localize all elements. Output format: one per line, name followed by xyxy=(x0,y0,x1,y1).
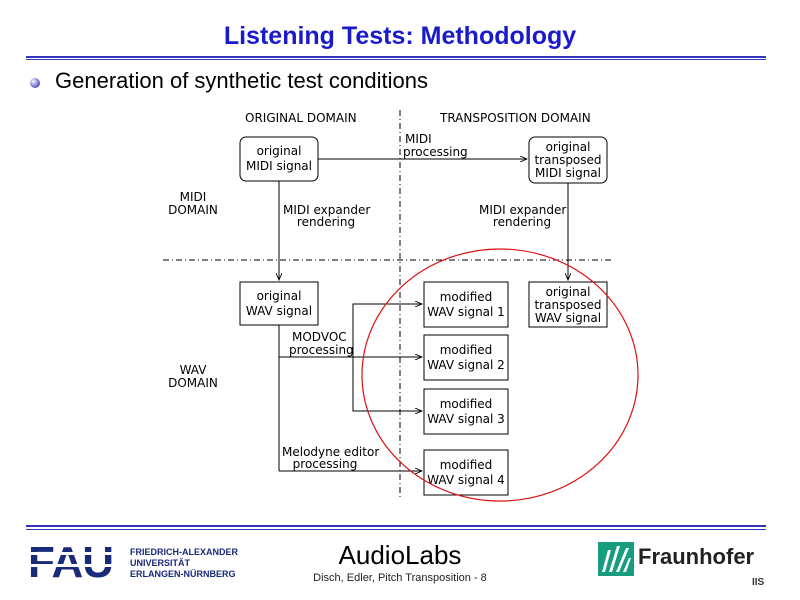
fau-logo-text: FAU xyxy=(28,540,113,582)
box-modified-2-line2: WAV signal 2 xyxy=(427,358,505,372)
fau-logo: FAU xyxy=(28,540,128,582)
fraunhofer-sub: IIS xyxy=(752,577,765,588)
fau-line-3: ERLANGEN-NÜRNBERG xyxy=(130,569,236,579)
fau-line-1: FRIEDRICH-ALEXANDER xyxy=(130,547,238,557)
box-transposed-midi-line2: transposed xyxy=(534,153,601,167)
box-transposed-wav xyxy=(528,281,608,328)
arrow-to-modified-3 xyxy=(352,357,422,411)
title-rule-thin xyxy=(26,59,766,60)
arrow-to-modified-1 xyxy=(352,304,422,357)
label-melodyne-1: Melodyne editor xyxy=(282,445,379,459)
box-modified-1 xyxy=(423,281,509,328)
box-modified-4-line2: WAV signal 4 xyxy=(427,473,505,487)
fraunhofer-name: Fraunhofer xyxy=(638,544,755,569)
footer-rule xyxy=(26,525,766,527)
box-original-midi-line1: original xyxy=(257,144,302,158)
footer-rule-thin xyxy=(26,529,766,530)
box-transposed-midi-line1: original xyxy=(546,140,591,154)
fraunhofer-logo-icon xyxy=(598,542,634,576)
box-modified-1-line1: modified xyxy=(440,290,493,304)
box-modified-2 xyxy=(423,334,509,381)
box-original-wav-line2: WAV signal xyxy=(246,304,312,318)
box-original-midi-line2: MIDI signal xyxy=(246,159,312,173)
box-modified-4 xyxy=(423,449,509,496)
box-transposed-wav-line1: original xyxy=(546,285,591,299)
label-melodyne-2: processing xyxy=(293,457,358,471)
box-original-wav xyxy=(239,281,319,326)
label-expander-right-2: rendering xyxy=(493,215,551,229)
footer-audiolabs: AudioLabs xyxy=(338,540,462,570)
box-original-wav-line1: original xyxy=(257,289,302,303)
label-modvoc-2: processing xyxy=(289,343,354,357)
row-label-midi-2: DOMAIN xyxy=(168,203,218,217)
fau-university-name: FRIEDRICH-ALEXANDER UNIVERSITÄT ERLANGEN… xyxy=(130,547,238,580)
label-midi-processing-1: MIDI xyxy=(405,132,432,146)
box-transposed-midi-line3: MIDI signal xyxy=(535,166,601,180)
box-transposed-wav-line2: transposed xyxy=(534,298,601,312)
row-label-wav-1: WAV xyxy=(180,363,208,377)
bullet-icon xyxy=(30,78,40,88)
header-transposition-domain: TRANSPOSITION DOMAIN xyxy=(439,111,591,125)
row-label-midi-1: MIDI xyxy=(180,190,207,204)
row-label-wav-2: DOMAIN xyxy=(168,376,218,390)
label-expander-left-2: rendering xyxy=(297,215,355,229)
label-modvoc-1: MODVOC xyxy=(292,330,347,344)
box-modified-4-line1: modified xyxy=(440,458,493,472)
fau-line-2: UNIVERSITÄT xyxy=(130,558,191,568)
slide-title: Listening Tests: Methodology xyxy=(223,22,577,50)
box-modified-3-line2: WAV signal 3 xyxy=(427,412,505,426)
label-expander-right-1: MIDI expander xyxy=(479,203,566,217)
bullet-text: Generation of synthetic test conditions xyxy=(55,68,428,93)
box-modified-3 xyxy=(423,388,509,435)
box-modified-1-line2: WAV signal 1 xyxy=(427,305,505,319)
highlight-circle xyxy=(361,248,639,502)
label-midi-processing-2: processing xyxy=(403,145,468,159)
box-transposed-wav-line3: WAV signal xyxy=(535,311,601,325)
label-expander-left-1: MIDI expander xyxy=(283,203,370,217)
box-modified-2-line1: modified xyxy=(440,343,493,357)
title-rule xyxy=(26,56,766,58)
footer-slide-info: Disch, Edler, Pitch Transposition - 8 xyxy=(313,572,487,584)
header-original-domain: ORIGINAL DOMAIN xyxy=(245,111,357,125)
box-modified-3-line1: modified xyxy=(440,397,493,411)
